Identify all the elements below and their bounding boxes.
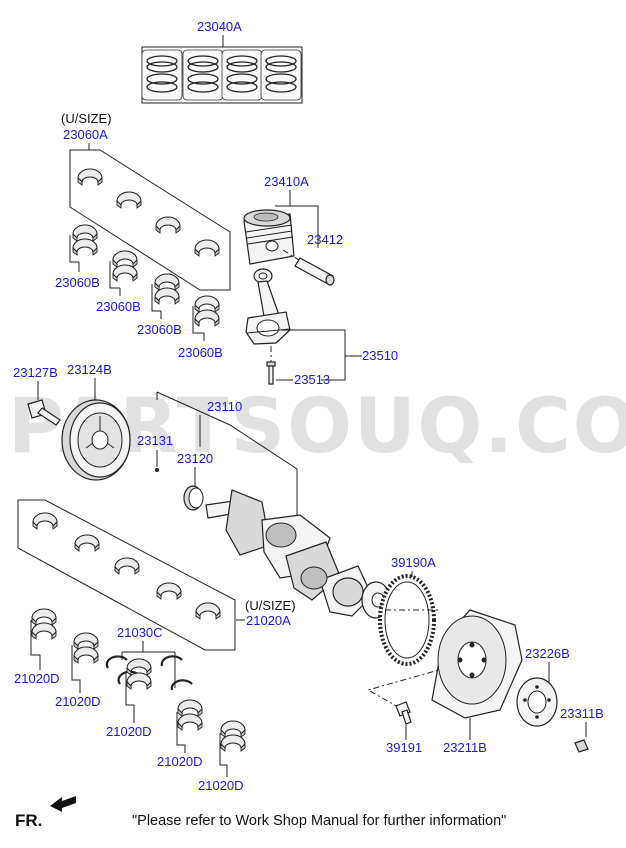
part-label-23131[interactable]: 23131 <box>137 433 173 448</box>
part-label-23226b[interactable]: 23226B <box>525 646 570 661</box>
part-label-21020d-2[interactable]: 21020D <box>55 694 101 709</box>
piston-pin <box>294 257 335 286</box>
piston <box>243 209 295 265</box>
footer-note: "Please refer to Work Shop Manual for fu… <box>132 813 506 829</box>
reinforcement-plate <box>516 677 558 727</box>
crankshaft <box>205 489 391 619</box>
undersize-tag-lower: (U/SIZE) <box>245 598 296 613</box>
ring-gear <box>378 574 436 666</box>
part-label-21020d-5[interactable]: 21020D <box>198 778 244 793</box>
plate-bolt <box>574 739 589 753</box>
part-label-23211b[interactable]: 23211B <box>443 740 487 755</box>
part-label-21020d-1[interactable]: 21020D <box>14 671 60 686</box>
part-label-23060b-2[interactable]: 23060B <box>96 299 141 314</box>
part-label-21020d-3[interactable]: 21020D <box>106 724 152 739</box>
bearing-shell-icon <box>77 168 220 257</box>
part-label-23060b-3[interactable]: 23060B <box>137 322 182 337</box>
pulley-bolt <box>27 399 61 426</box>
part-label-21030c[interactable]: 21030C <box>117 625 163 640</box>
flywheel-bolt <box>395 701 412 725</box>
part-label-23060a[interactable]: 23060A <box>63 127 108 142</box>
crankshaft-sprocket <box>183 485 204 511</box>
part-label-21020d-4[interactable]: 21020D <box>157 754 203 769</box>
part-label-23513[interactable]: 23513 <box>294 372 330 387</box>
undersize-tag-upper: (U/SIZE) <box>61 111 112 126</box>
part-label-21020a[interactable]: 21020A <box>246 613 291 628</box>
bearing-set-frame-upper <box>69 149 231 291</box>
part-label-39191[interactable]: 39191 <box>386 740 422 755</box>
part-label-23040a[interactable]: 23040A <box>197 19 242 34</box>
part-label-23110[interactable]: 23110 <box>207 399 242 414</box>
crankshaft-pulley <box>61 399 131 481</box>
piston-ring-icon <box>141 49 302 101</box>
part-label-23127b[interactable]: 23127B <box>13 365 58 380</box>
bearing-shell-icon <box>32 512 221 620</box>
drive-plate <box>431 609 523 719</box>
part-label-23060b-4[interactable]: 23060B <box>178 345 223 360</box>
part-label-23412[interactable]: 23412 <box>307 232 343 247</box>
part-label-23124b[interactable]: 23124B <box>67 362 112 377</box>
part-label-23410a[interactable]: 23410A <box>264 174 309 189</box>
bearing-set-frame-lower <box>17 499 236 651</box>
part-label-23311b[interactable]: 23311B <box>560 706 604 721</box>
connecting-rod <box>245 268 291 345</box>
rod-bolt <box>266 361 276 385</box>
front-label: FR. <box>15 811 42 830</box>
part-label-23120[interactable]: 23120 <box>177 451 213 466</box>
part-label-39190a[interactable]: 39190A <box>391 555 436 570</box>
part-label-23060b-1[interactable]: 23060B <box>55 275 100 290</box>
front-arrow-icon <box>50 796 76 812</box>
part-label-23510[interactable]: 23510 <box>362 348 398 363</box>
